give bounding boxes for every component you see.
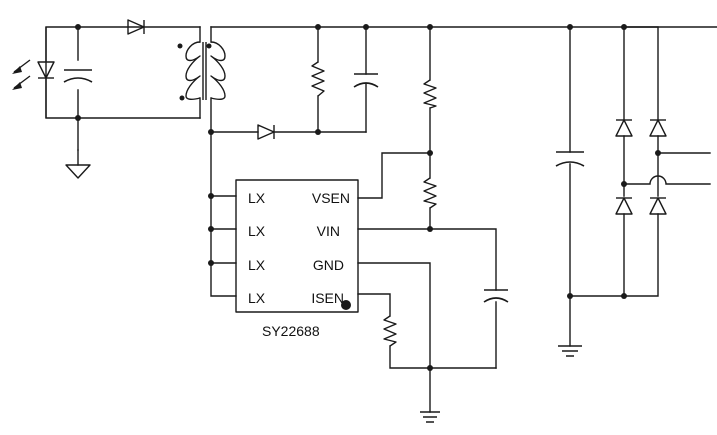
polarity-dot-secondary [177,43,183,49]
pin-label-gnd: GND [313,257,344,273]
gnd-isen-section [357,262,497,423]
output-capacitor [63,69,93,83]
bridge-diode-2 [615,197,633,215]
snubber-section [208,24,717,140]
divider-resistor-bottom [423,177,437,209]
sense-divider [357,26,509,369]
pin-label-lx-2: LX [248,223,266,239]
snubber-capacitor [353,26,379,133]
input-filter-capacitor [555,26,585,357]
bridge-diode-1 [615,119,633,137]
ic-sy22688: LX LX LX LX VSEN VIN GND ISEN SY22688 [235,179,359,339]
transformer-secondary-coil [185,41,201,101]
pin1-marker [341,300,351,310]
ic-part-number: SY22688 [262,323,320,339]
led-light-arrows [12,59,31,90]
polarity-dot-primary [206,43,212,49]
pin-label-isen: ISEN [311,290,344,306]
ground-ic [420,411,440,423]
pin-label-lx-4: LX [248,290,266,306]
divider-resistor-top [423,79,437,109]
ground-output [65,149,91,179]
transformer-primary-coil [210,41,226,101]
ac-input-lines [623,152,711,185]
pin-label-lx-3: LX [248,257,266,273]
isen-resistor [383,315,397,347]
pin-label-lx-1: LX [248,190,266,206]
lx-bus [208,131,237,297]
pin-label-vin: VIN [317,223,340,239]
output-section [12,19,201,179]
snubber-diode [210,124,367,140]
wire-output-top [45,26,201,151]
snubber-resistor [311,26,325,133]
bridge-rectifier [569,26,667,299]
bridge-diode-4 [649,197,667,215]
transformer [177,26,226,133]
pin-label-vsen: VSEN [312,190,350,206]
bridge-diode-3 [649,119,667,137]
vin-capacitor [483,289,509,303]
led-diode [37,27,55,118]
ground-input [558,345,582,357]
output-rectifier-diode [127,19,145,35]
